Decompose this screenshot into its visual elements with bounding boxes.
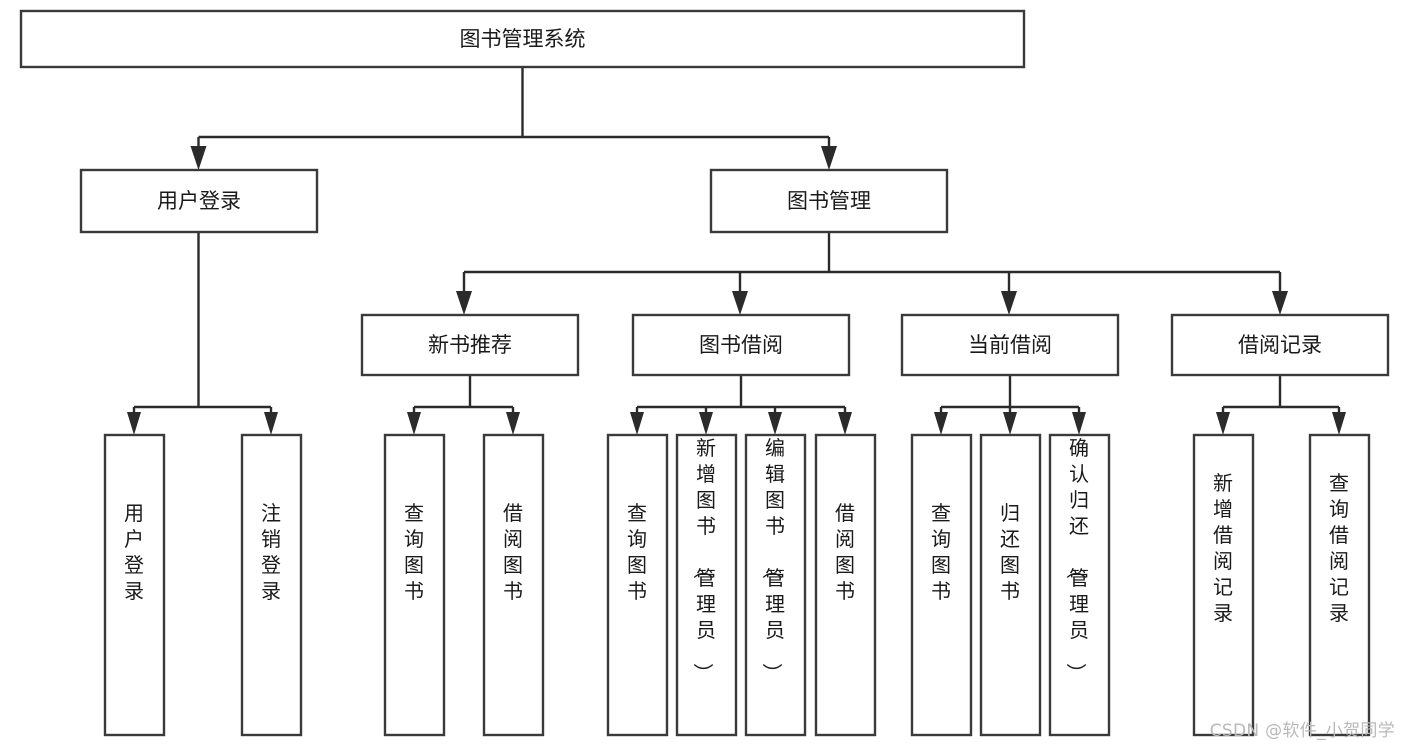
node-user-login-box[interactable]: [79, 168, 319, 234]
node-leaf-borrow-book-1[interactable]: 借阅图书: [482, 433, 545, 737]
node-book-manage-box[interactable]: [709, 168, 949, 234]
node-leaf-add-book[interactable]: 新增图书（管理员）: [675, 433, 738, 737]
node-book-manage-label: 图书管理: [787, 189, 871, 213]
node-leaf-add-book-box[interactable]: [675, 433, 738, 737]
arrow-head-current-borrow: [1001, 291, 1017, 315]
node-leaf-query-book-3-box[interactable]: [910, 433, 973, 737]
node-leaf-query-book-1[interactable]: 查询图书: [383, 433, 446, 737]
node-leaf-query-borrow-record-box[interactable]: [1308, 433, 1371, 737]
node-leaf-add-borrow-record-box[interactable]: [1192, 433, 1255, 737]
node-new-book-recommend-label: 新书推荐: [428, 333, 512, 357]
arrow-head-leaf-query-borrow-record: [1332, 412, 1346, 435]
node-user-login[interactable]: 用户登录: [79, 168, 319, 234]
node-leaf-edit-book-label: 编辑图书（管理员）: [760, 436, 785, 683]
node-borrow-record-box[interactable]: [1170, 313, 1390, 377]
arrow-head-leaf-add-borrow-record: [1216, 412, 1230, 435]
node-leaf-borrow-book-2-label: 借阅图书: [835, 501, 855, 603]
node-leaf-user-login[interactable]: 用户登录: [103, 433, 166, 737]
node-leaf-query-book-2-box[interactable]: [606, 433, 669, 737]
node-book-borrow-label: 图书借阅: [699, 333, 783, 357]
node-root-label: 图书管理系统: [460, 27, 586, 51]
node-current-borrow-box[interactable]: [900, 313, 1120, 377]
arrow-head-leaf-borrow-book-1: [506, 412, 520, 435]
node-borrow-record-label: 借阅记录: [1238, 333, 1322, 357]
node-leaf-borrow-book-1-label: 借阅图书: [503, 501, 523, 603]
node-leaf-add-borrow-record[interactable]: 新增借阅记录: [1192, 433, 1255, 737]
node-current-borrow-label: 当前借阅: [968, 333, 1052, 357]
node-leaf-query-borrow-record-label: 查询借阅记录: [1329, 471, 1349, 625]
arrow-head-book-borrow: [732, 291, 748, 315]
node-leaf-borrow-book-1-box[interactable]: [482, 433, 545, 737]
node-root-box[interactable]: [19, 9, 1026, 69]
node-leaf-return-book-box[interactable]: [979, 433, 1042, 737]
arrow-head-leaf-confirm-return: [1072, 412, 1086, 435]
connector-group-book-borrow: [630, 375, 852, 435]
connector-group-current-borrow: [934, 375, 1086, 435]
node-leaf-return-book[interactable]: 归还图书: [979, 433, 1042, 737]
arrow-head-leaf-edit-book: [768, 412, 782, 435]
connector-group-borrow-record: [1216, 375, 1346, 435]
node-book-manage[interactable]: 图书管理: [709, 168, 949, 234]
arrow-head-leaf-logout-login: [264, 412, 278, 435]
node-leaf-query-book-2[interactable]: 查询图书: [606, 433, 669, 737]
connector-group-user-login: [127, 232, 278, 435]
node-root[interactable]: 图书管理系统: [19, 9, 1026, 69]
node-leaf-confirm-return-box[interactable]: [1048, 433, 1111, 737]
arrow-head-leaf-return-book: [1003, 412, 1017, 435]
node-leaf-query-book-1-label: 查询图书: [404, 501, 424, 603]
node-leaf-query-book-3-label: 查询图书: [931, 501, 951, 603]
node-new-book-recommend-box[interactable]: [360, 313, 580, 377]
arrow-head-leaf-borrow-book-2: [838, 412, 852, 435]
node-leaf-borrow-book-2[interactable]: 借阅图书: [814, 433, 877, 737]
node-leaf-confirm-return-label: 确认归还（管理员）: [1064, 436, 1089, 683]
arrow-head-leaf-add-book: [699, 412, 713, 435]
node-leaf-logout-login[interactable]: 注销登录: [240, 433, 303, 737]
node-leaf-add-book-label: 新增图书（管理员）: [691, 436, 716, 683]
arrow-head-new-book-recommend: [456, 291, 472, 315]
node-leaf-edit-book[interactable]: 编辑图书（管理员）: [744, 433, 807, 737]
arrow-head-user-login: [190, 146, 207, 170]
node-leaf-borrow-book-2-box[interactable]: [814, 433, 877, 737]
node-leaf-query-book-1-box[interactable]: [383, 433, 446, 737]
arrow-head-book-manage: [821, 146, 837, 170]
node-leaf-edit-book-box[interactable]: [744, 433, 807, 737]
node-leaf-add-borrow-record-label: 新增借阅记录: [1213, 471, 1233, 625]
node-borrow-record[interactable]: 借阅记录: [1170, 313, 1390, 377]
arrow-head-borrow-record: [1272, 291, 1288, 315]
node-leaf-confirm-return[interactable]: 确认归还（管理员）: [1048, 433, 1111, 737]
node-leaf-return-book-label: 归还图书: [1000, 501, 1020, 603]
node-leaf-user-login-box[interactable]: [103, 433, 166, 737]
arrow-head-leaf-user-login: [127, 412, 141, 435]
arrow-head-leaf-query-book-2: [630, 412, 644, 435]
arrow-head-leaf-query-book-3: [934, 412, 948, 435]
node-leaf-query-borrow-record[interactable]: 查询借阅记录: [1308, 433, 1371, 737]
node-book-borrow[interactable]: 图书借阅: [631, 313, 851, 377]
connector-group-root: [190, 67, 837, 170]
node-new-book-recommend[interactable]: 新书推荐: [360, 313, 580, 377]
node-leaf-query-book-3[interactable]: 查询图书: [910, 433, 973, 737]
node-leaf-query-book-2-label: 查询图书: [627, 501, 647, 603]
node-book-borrow-box[interactable]: [631, 313, 851, 377]
csdn-watermark: CSDN @软件_小贺同学: [1209, 721, 1395, 741]
arrow-head-leaf-query-book-1: [407, 412, 421, 435]
node-current-borrow[interactable]: 当前借阅: [900, 313, 1120, 377]
node-user-login-label: 用户登录: [157, 189, 241, 213]
node-leaf-logout-login-box[interactable]: [240, 433, 303, 737]
connector-group-new-book-recommend: [407, 375, 520, 435]
node-leaf-logout-login-label: 注销登录: [261, 501, 281, 603]
node-leaf-user-login-label: 用户登录: [124, 501, 144, 603]
connector-group-book-manage: [456, 232, 1288, 315]
